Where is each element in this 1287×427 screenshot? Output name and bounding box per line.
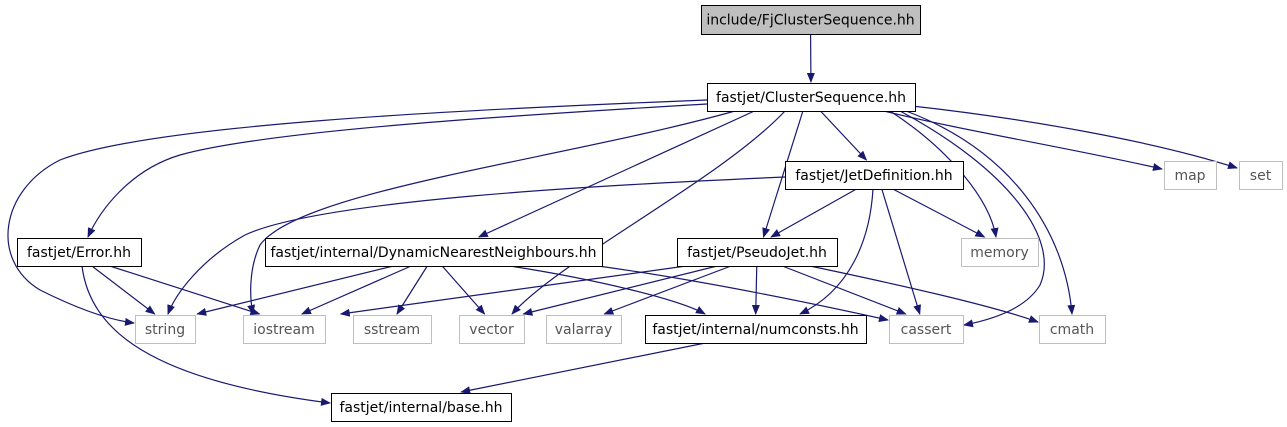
edge-cluster-sequence-to-cassert xyxy=(899,110,1045,328)
node-box xyxy=(459,315,525,344)
node-label: include/FjClusterSequence.hh xyxy=(706,13,914,29)
node-box xyxy=(331,393,512,422)
node-label: vector xyxy=(469,322,514,338)
node-label: cmath xyxy=(1050,322,1094,338)
node-box xyxy=(645,315,867,344)
edge-numconsts-to-base xyxy=(460,342,706,395)
edge-cluster-sequence-to-map xyxy=(883,110,1163,171)
node-label: iostream xyxy=(253,322,315,338)
node-label: sstream xyxy=(364,322,420,338)
edge-jet-definition-to-string xyxy=(167,176,786,315)
node-valarray: valarray xyxy=(546,315,622,344)
node-label: cassert xyxy=(901,322,952,338)
edge-cluster-sequence-to-dynamic-nn xyxy=(477,110,755,238)
node-cluster-sequence[interactable]: fastjet/ClusterSequence.hh xyxy=(707,83,916,112)
node-dynamic-nn[interactable]: fastjet/internal/DynamicNearestNeighbour… xyxy=(265,238,603,267)
edge-cluster-sequence-to-vector xyxy=(511,110,786,315)
edges-layer xyxy=(7,33,1238,406)
node-label: string xyxy=(145,322,185,338)
edge-jet-definition-to-memory xyxy=(892,188,986,238)
node-box xyxy=(17,238,142,267)
edge-dynamic-nn-to-sstream xyxy=(396,265,428,315)
node-box xyxy=(1039,315,1106,344)
node-box xyxy=(785,161,964,190)
edge-pseudojet-to-cassert xyxy=(782,265,907,315)
node-label: fastjet/internal/DynamicNearestNeighbour… xyxy=(271,245,597,261)
edge-cluster-sequence-to-string xyxy=(7,99,708,326)
node-box xyxy=(1239,161,1283,190)
node-box xyxy=(353,315,432,344)
edge-jet-definition-to-cassert xyxy=(881,188,921,315)
node-box xyxy=(243,315,326,344)
node-box xyxy=(135,315,196,344)
node-label: fastjet/internal/base.hh xyxy=(339,400,502,416)
node-box xyxy=(265,238,603,267)
node-label: memory xyxy=(970,245,1029,261)
node-error[interactable]: fastjet/Error.hh xyxy=(17,238,142,267)
node-base[interactable]: fastjet/internal/base.hh xyxy=(331,393,512,422)
node-map: map xyxy=(1164,161,1217,190)
edge-pseudojet-to-iostream xyxy=(339,265,687,317)
node-iostream: iostream xyxy=(243,315,326,344)
edge-dynamic-nn-to-iostream xyxy=(301,265,412,315)
edge-dynamic-nn-to-vector xyxy=(441,265,486,315)
node-vector: vector xyxy=(459,315,525,344)
node-box xyxy=(1164,161,1217,190)
node-label: fastjet/Error.hh xyxy=(27,245,131,261)
edge-pseudojet-to-numconsts xyxy=(751,265,760,315)
node-cmath: cmath xyxy=(1039,315,1106,344)
edge-pseudojet-to-cmath xyxy=(809,265,1039,323)
edge-dynamic-nn-to-string xyxy=(196,265,394,316)
node-box xyxy=(546,315,622,344)
node-box xyxy=(707,83,916,112)
node-label: valarray xyxy=(555,322,612,338)
edge-cluster-sequence-to-iostream xyxy=(247,110,736,315)
edge-pseudojet-to-valarray xyxy=(603,265,732,315)
node-string: string xyxy=(135,315,196,344)
edge-cluster-sequence-to-cmath xyxy=(905,110,1076,315)
node-numconsts[interactable]: fastjet/internal/numconsts.hh xyxy=(645,315,867,344)
node-label: set xyxy=(1250,168,1272,184)
edge-error-to-iostream xyxy=(109,265,261,316)
node-label: fastjet/PseudoJet.hh xyxy=(687,245,827,261)
edge-error-to-string xyxy=(91,265,156,315)
node-fj-cluster-sequence[interactable]: include/FjClusterSequence.hh xyxy=(701,5,921,35)
nodes-layer: include/FjClusterSequence.hh fastjet/Clus… xyxy=(17,5,1283,422)
edge-error-to-base xyxy=(81,265,331,406)
node-box xyxy=(677,238,838,267)
edge-cluster-sequence-to-pseudojet xyxy=(762,110,804,238)
node-box xyxy=(701,5,921,35)
edge-cluster-sequence-to-set xyxy=(911,105,1238,170)
node-label: fastjet/internal/numconsts.hh xyxy=(652,322,858,338)
node-memory: memory xyxy=(961,238,1039,267)
edge-dynamic-nn-to-numconsts xyxy=(509,265,706,315)
edge-cluster-sequence-to-jet-definition xyxy=(820,110,868,161)
node-pseudojet[interactable]: fastjet/PseudoJet.hh xyxy=(677,238,838,267)
node-label: map xyxy=(1174,168,1205,184)
node-sstream: sstream xyxy=(353,315,432,344)
edge-pseudojet-to-vector xyxy=(522,265,718,316)
node-box xyxy=(889,315,964,344)
node-box xyxy=(961,238,1039,267)
node-label: fastjet/JetDefinition.hh xyxy=(795,168,952,184)
edge-jet-definition-to-pseudojet xyxy=(770,188,857,238)
node-set: set xyxy=(1239,161,1283,190)
node-label: fastjet/ClusterSequence.hh xyxy=(716,90,906,106)
node-jet-definition[interactable]: fastjet/JetDefinition.hh xyxy=(785,161,964,190)
node-cassert: cassert xyxy=(889,315,964,344)
edge-cluster-sequence-to-error xyxy=(87,103,708,238)
